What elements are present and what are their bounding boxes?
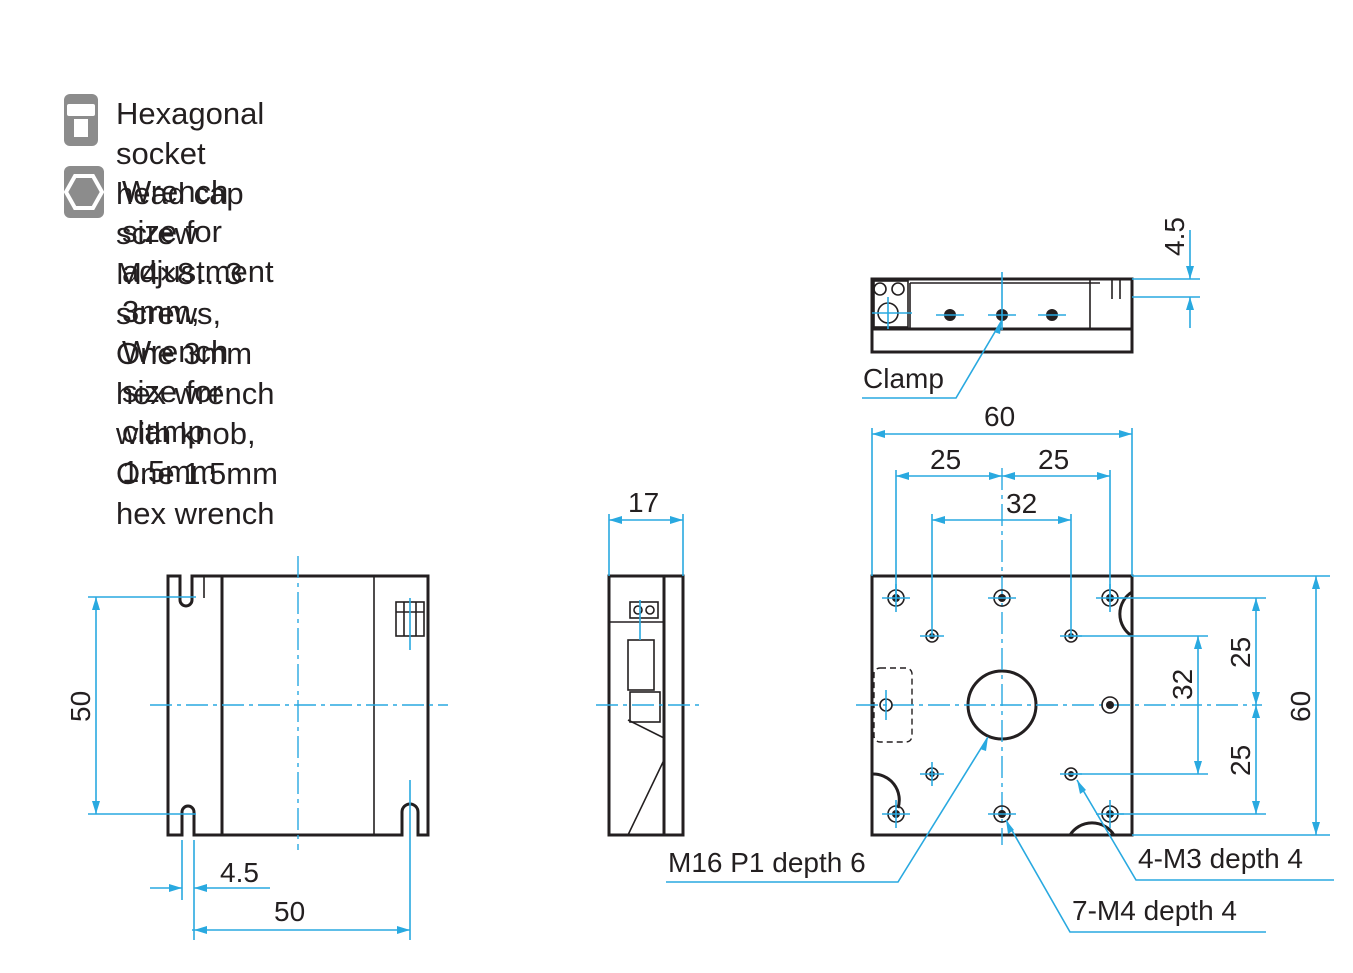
side-view: 4.5 Clamp — [862, 217, 1200, 399]
top-height-label: 60 — [1285, 691, 1316, 722]
center-thread-label: M16 P1 depth 6 — [668, 847, 866, 878]
top-view: 60 25 25 32 60 25 25 — [666, 401, 1334, 933]
top-inner-pitch-label: 32 — [1006, 488, 1037, 519]
wrench-row: Wrench size for adjustment 3mm, Wrench s… — [64, 166, 286, 492]
accessories-line-2: One 3mm hex wrench with knob, One 1.5mm … — [116, 336, 278, 531]
top-vpitch-upper-label: 25 — [1225, 637, 1256, 668]
clamp-label: Clamp — [863, 363, 944, 394]
m3-holes-label: 4-M3 depth 4 — [1138, 843, 1303, 874]
top-pitch-left-label: 25 — [930, 444, 961, 475]
top-inner-vpitch-label: 32 — [1167, 669, 1198, 700]
accessories-row: Hexagonal socket head cap screw M4×8…3 s… — [64, 94, 282, 534]
section-view: 17 — [596, 487, 704, 837]
accessories-text: Hexagonal socket head cap screw M4×8…3 s… — [116, 94, 282, 534]
screw-icon — [64, 94, 98, 146]
front-view: 50 4.5 50 — [65, 556, 448, 940]
top-width-label: 60 — [984, 401, 1015, 432]
m4-holes-label: 7-M4 depth 4 — [1072, 895, 1237, 926]
top-vpitch-lower-label: 25 — [1225, 745, 1256, 776]
thickness-label: 17 — [628, 487, 659, 518]
front-width-label: 50 — [274, 896, 305, 927]
wrench-text: Wrench size for adjustment 3mm, Wrench s… — [122, 174, 274, 489]
top-pitch-right-label: 25 — [1038, 444, 1069, 475]
hex-nut-icon — [64, 166, 104, 218]
accessories-line-1: Hexagonal socket head cap screw M4×8…3 s… — [116, 96, 265, 331]
front-slot-offset-label: 4.5 — [220, 857, 259, 888]
front-height-label: 50 — [65, 691, 96, 722]
side-gap-label: 4.5 — [1159, 217, 1190, 256]
